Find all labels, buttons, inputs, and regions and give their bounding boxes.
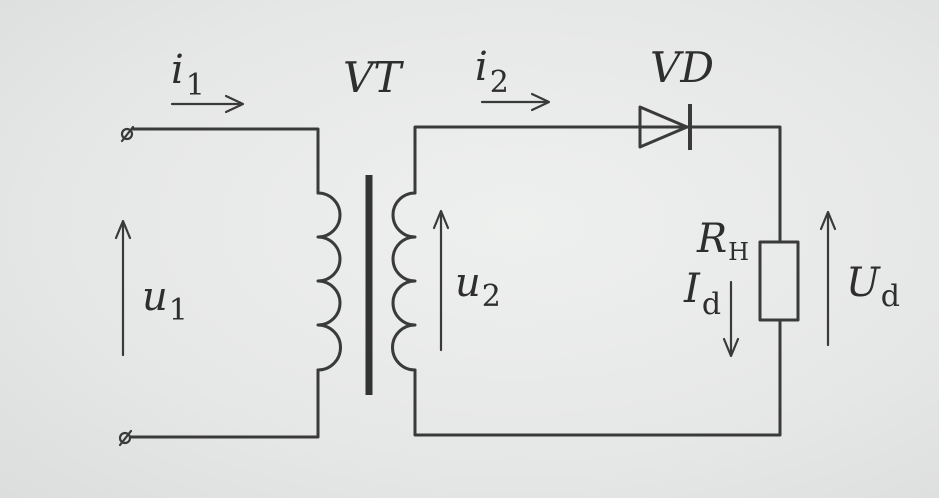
label-vt: VT: [343, 53, 404, 102]
arrow-id: [722, 280, 740, 358]
label-i1: i1: [171, 47, 205, 103]
diode-vd: [638, 104, 695, 150]
secondary-winding: [391, 191, 417, 372]
load-resistor: [758, 240, 800, 322]
primary-winding: [316, 191, 342, 372]
secondary-wire-top: [413, 125, 642, 195]
primary-wire-bottom: [129, 368, 320, 439]
input-terminal-bottom: [118, 429, 133, 447]
arrow-i2: [480, 92, 551, 112]
label-id: Id: [683, 266, 721, 322]
arrow-u2: [432, 209, 450, 352]
label-vd: VD: [650, 43, 714, 92]
label-ud: Ud: [846, 260, 900, 314]
label-u2: u2: [455, 260, 501, 314]
primary-wire-top: [131, 127, 320, 195]
arrow-i1: [170, 94, 245, 114]
input-terminal-top: [120, 125, 135, 143]
label-rh: RН: [696, 216, 749, 266]
arrow-u1: [114, 219, 132, 357]
label-u1: u1: [142, 274, 188, 328]
secondary-wire-bottom: [413, 318, 782, 437]
arrow-ud: [819, 210, 837, 347]
label-i2: i2: [475, 44, 509, 100]
load-wire-top: [691, 125, 782, 244]
